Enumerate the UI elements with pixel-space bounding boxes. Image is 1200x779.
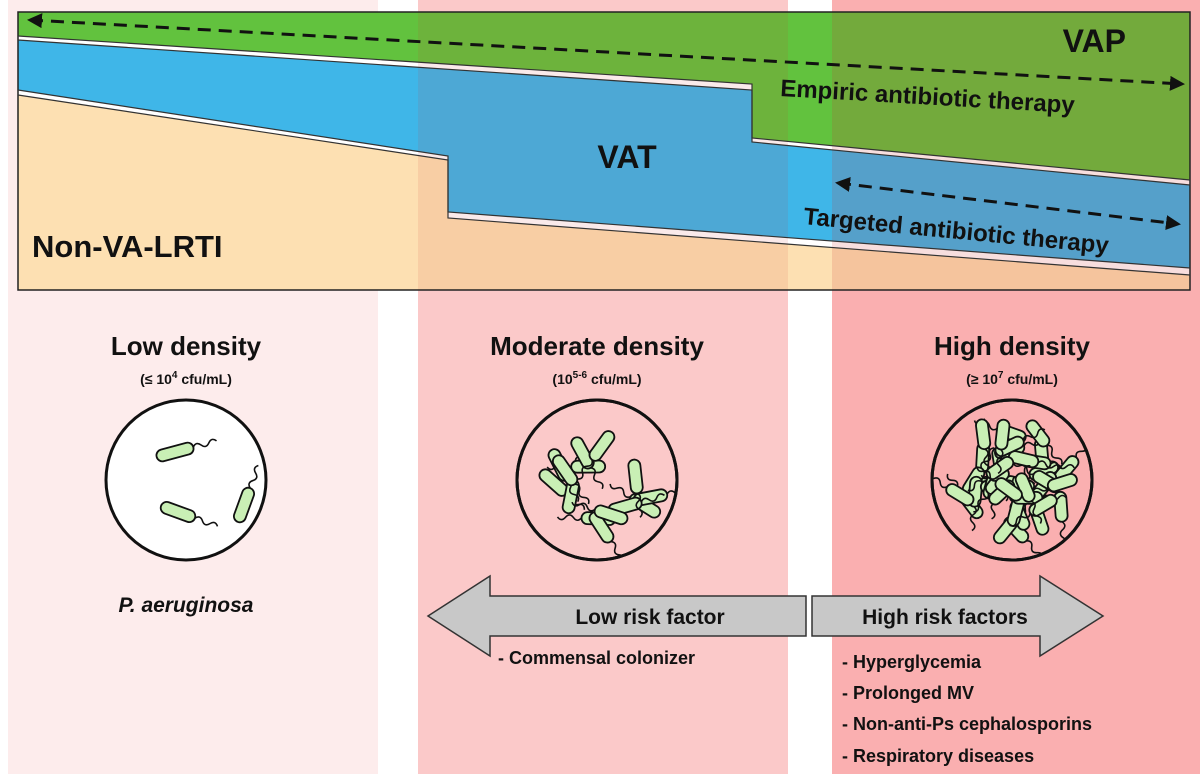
bacterium bbox=[571, 501, 629, 526]
bacterium bbox=[551, 454, 590, 505]
bacterium bbox=[1007, 450, 1063, 469]
bacterium bbox=[1009, 493, 1058, 527]
band-outline bbox=[17, 11, 1191, 291]
bacterium bbox=[994, 418, 1011, 475]
organism-label: P. aeruginosa bbox=[118, 594, 253, 617]
low-risk-arrow bbox=[426, 574, 807, 658]
high-risk-label: High risk factors bbox=[862, 606, 1028, 629]
bacteria-group-high bbox=[932, 418, 1092, 559]
bacterium bbox=[976, 466, 1023, 502]
petri-rim-high bbox=[930, 398, 1094, 562]
label-non-va-lrti: Non-VA-LRTI bbox=[32, 229, 223, 264]
low-risk-item: - Commensal colonizer bbox=[498, 648, 695, 668]
high-risk-item: - Prolonged MV bbox=[842, 683, 974, 703]
high-risk-item: - Respiratory diseases bbox=[842, 746, 1034, 766]
high-risk-arrow bbox=[811, 574, 1105, 658]
column-title-moderate: Moderate density bbox=[490, 331, 704, 361]
bacterium bbox=[232, 464, 259, 524]
high-risk-item: - Hyperglycemia bbox=[842, 652, 982, 672]
bacterium bbox=[570, 436, 604, 490]
bacterium bbox=[155, 438, 218, 463]
petri-rim-moderate bbox=[515, 398, 679, 562]
bacterium bbox=[159, 500, 219, 527]
low-risk-label: Low risk factor bbox=[575, 606, 724, 629]
band-non-va-lrti bbox=[18, 95, 1190, 290]
bacterium bbox=[627, 458, 644, 518]
bacterium bbox=[577, 430, 616, 480]
column-title-high: High density bbox=[934, 331, 1091, 361]
targeted-therapy-arrow bbox=[835, 176, 1181, 231]
column-sub-high: (≥ 107 cfu/mL) bbox=[966, 370, 1058, 387]
label-vat: VAT bbox=[597, 139, 657, 175]
column-sub-moderate: (105-6 cfu/mL) bbox=[552, 370, 641, 387]
column-sub-low: (≤ 104 cfu/mL) bbox=[140, 370, 232, 387]
label-vap: VAP bbox=[1063, 23, 1126, 59]
bacteria-group-moderate bbox=[538, 430, 677, 560]
column-title-low: Low density bbox=[111, 331, 262, 361]
high-risk-item: - Non-anti-Ps cephalosporins bbox=[842, 714, 1092, 734]
empiric-therapy-arrow bbox=[27, 13, 1185, 91]
bacteria-group-low bbox=[155, 438, 259, 527]
bacterium bbox=[932, 474, 975, 507]
vat-lrti-boundary-2 bbox=[17, 94, 1191, 276]
petri-circle-low bbox=[104, 398, 268, 562]
